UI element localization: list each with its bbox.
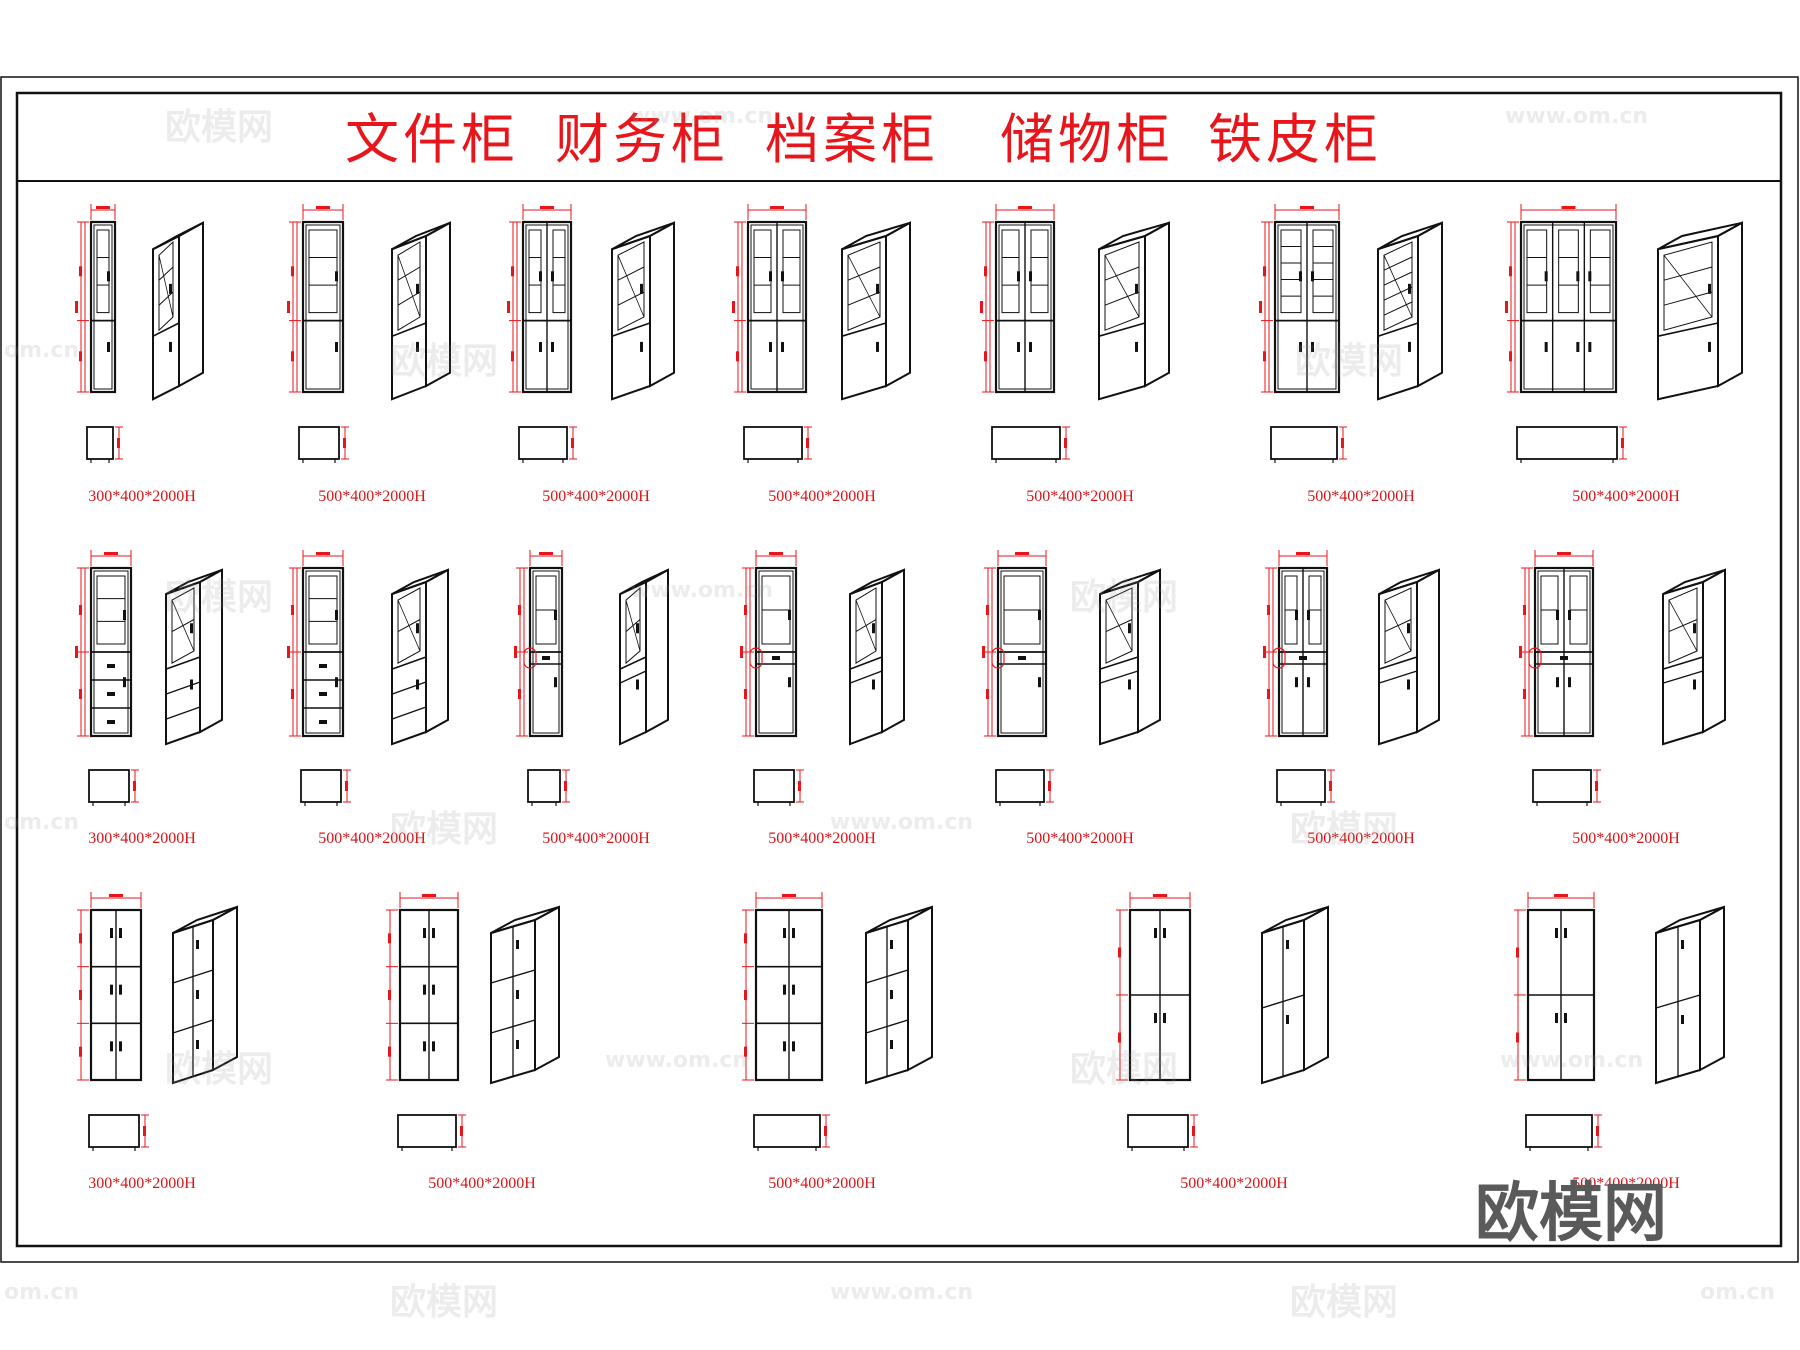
title-storage-cabinet: 储物柜: [1000, 108, 1174, 171]
cabinet-isometric-view: [165, 568, 223, 746]
dim-label: 500*400*2000H: [542, 830, 650, 847]
cabinet-plan-view: [1516, 426, 1627, 463]
cabinet-isometric-view: [611, 221, 675, 401]
locker-isometric-view: [865, 905, 933, 1085]
locker-front-elevation: [1514, 892, 1596, 1082]
locker-front-elevation: [386, 892, 460, 1082]
locker-isometric-view: [1655, 905, 1725, 1085]
dim-label: 300*400*2000H: [88, 1175, 196, 1192]
cabinet-front-elevation: [740, 550, 798, 738]
cabinet-front-elevation: [1259, 204, 1341, 394]
dim-label: 500*400*2000H: [1572, 830, 1680, 847]
cabinet-front-elevation: [732, 204, 808, 394]
dim-label: 500*400*2000H: [768, 488, 876, 505]
cabinet-plan-view: [88, 769, 139, 806]
dim-label: 500*400*2000H: [1180, 1175, 1288, 1192]
cabinet-isometric-view: [841, 221, 911, 401]
cabinet-front-elevation: [1505, 204, 1618, 394]
cabinet-plan-view: [1525, 1114, 1602, 1151]
locker-front-elevation: [77, 892, 143, 1082]
dim-label: 500*400*2000H: [1026, 830, 1134, 847]
dim-label: 500*400*2000H: [1572, 1175, 1680, 1192]
cabinet-isometric-view: [1662, 568, 1726, 746]
dim-label: 500*400*2000H: [1572, 488, 1680, 505]
title-file-cabinet: 文件柜: [345, 108, 519, 171]
dim-label: 500*400*2000H: [428, 1175, 536, 1192]
cabinet-plan-view: [753, 769, 804, 806]
dim-label: 500*400*2000H: [1307, 830, 1415, 847]
cabinet-isometric-view: [1099, 568, 1161, 746]
cabinet-plan-view: [518, 426, 577, 463]
cabinet-plan-view: [753, 1114, 830, 1151]
cabinet-plan-view: [1127, 1114, 1198, 1151]
cabinet-plan-view: [397, 1114, 466, 1151]
cabinet-isometric-view: [152, 221, 204, 401]
cabinet-plan-view: [1276, 769, 1335, 806]
cabinet-plan-view: [991, 426, 1070, 463]
cabinet-front-elevation: [287, 550, 345, 738]
dim-label: 500*400*2000H: [1026, 488, 1134, 505]
cabinet-plan-view: [1270, 426, 1347, 463]
title-archive-cabinet: 档案柜: [765, 108, 939, 171]
cabinet-plan-view: [1532, 769, 1601, 806]
locker-front-elevation: [1116, 892, 1192, 1082]
title-iron-cabinet: 铁皮柜: [1208, 108, 1382, 171]
locker-isometric-view: [490, 905, 560, 1085]
cabinet-front-elevation: [982, 550, 1048, 738]
cabinet-plan-view: [300, 769, 351, 806]
cabinet-front-elevation: [514, 550, 564, 738]
cabinet-plan-view: [88, 1114, 149, 1151]
cabinet-front-elevation: [287, 204, 345, 394]
cabinet-isometric-view: [849, 568, 905, 746]
dim-label: 500*400*2000H: [318, 830, 426, 847]
cabinet-front-elevation: [980, 204, 1056, 394]
dim-label: 300*400*2000H: [88, 488, 196, 505]
title-bar: 文件柜 财务柜 档案柜 储物柜 铁皮柜: [300, 95, 1400, 171]
cabinet-plan-view: [995, 769, 1054, 806]
dim-label: 500*400*2000H: [1307, 488, 1415, 505]
cabinet-isometric-view: [1378, 568, 1440, 746]
cabinet-isometric-view: [619, 568, 669, 746]
cabinet-isometric-view: [1098, 221, 1170, 401]
cabinet-plan-view: [86, 426, 123, 463]
cabinet-plan-view: [298, 426, 349, 463]
cabinet-isometric-view: [1377, 221, 1443, 401]
watermark-logo-large: 欧模网: [1475, 1177, 1667, 1251]
locker-isometric-view: [1261, 905, 1329, 1085]
locker-isometric-view: [172, 905, 238, 1085]
dim-label: 300*400*2000H: [88, 830, 196, 847]
dim-label: 500*400*2000H: [542, 488, 650, 505]
cabinet-front-elevation: [507, 204, 573, 394]
cabinet-isometric-view: [391, 221, 451, 401]
cabinet-front-elevation: [75, 550, 133, 738]
dim-label: 500*400*2000H: [318, 488, 426, 505]
dim-label: 500*400*2000H: [768, 830, 876, 847]
title-finance-cabinet: 财务柜: [555, 108, 729, 171]
cabinet-plan-view: [527, 769, 570, 806]
locker-front-elevation: [742, 892, 824, 1082]
cabinet-isometric-view: [391, 568, 449, 746]
cabinet-front-elevation: [75, 204, 117, 394]
cabinet-front-elevation: [1519, 550, 1595, 738]
dim-label: 500*400*2000H: [768, 1175, 876, 1192]
cabinet-isometric-view: [1657, 221, 1743, 401]
cabinet-front-elevation: [1263, 550, 1329, 738]
cabinet-plan-view: [743, 426, 812, 463]
